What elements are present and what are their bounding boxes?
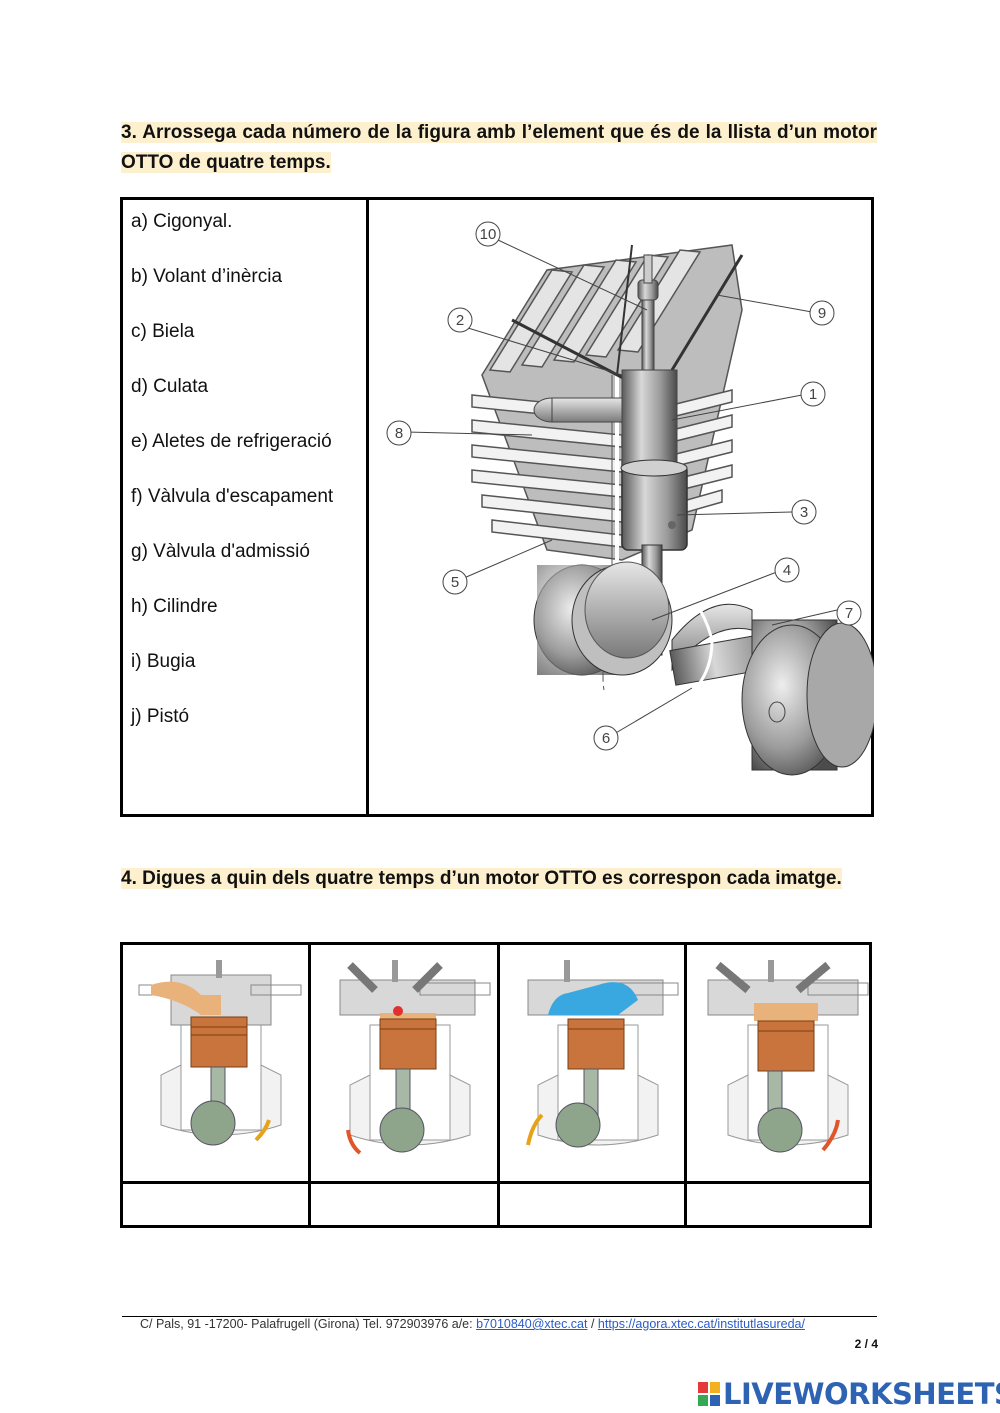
callout-3: 3 xyxy=(791,499,817,525)
question-4-table xyxy=(120,942,872,1228)
svg-text:6: 6 xyxy=(602,730,610,747)
answer-field-2[interactable] xyxy=(313,1185,493,1225)
svg-text:9: 9 xyxy=(818,305,826,322)
question-3-title: 3. Arrossega cada número de la figura am… xyxy=(121,122,877,173)
page-number: 2 / 4 xyxy=(854,1337,878,1351)
table-divider xyxy=(366,200,369,814)
callout-10: 10 xyxy=(475,221,501,247)
crankshaft xyxy=(533,561,795,686)
callout-6: 6 xyxy=(593,725,619,751)
list-item[interactable]: h) Cilindre xyxy=(131,596,218,617)
svg-text:7: 7 xyxy=(845,605,853,622)
flywheel xyxy=(741,619,874,776)
table-divider xyxy=(497,945,500,1225)
table-divider xyxy=(308,945,311,1225)
email-link[interactable]: b7010840@xtec.cat xyxy=(476,1317,588,1331)
svg-text:5: 5 xyxy=(451,574,459,591)
svg-text:8: 8 xyxy=(395,425,403,442)
engine-stroke-image-1 xyxy=(138,960,302,1146)
svg-text:1: 1 xyxy=(809,386,817,403)
engine-diagram: 10 9 2 1 8 3 5 xyxy=(386,221,874,776)
footer-address: C/ Pals, 91 -17200- Palafrugell (Girona)… xyxy=(140,1317,805,1331)
engine-stroke-image-2 xyxy=(339,960,491,1155)
svg-text:10: 10 xyxy=(480,226,497,243)
answer-field-4[interactable] xyxy=(689,1185,869,1225)
liveworksheets-icon xyxy=(698,1382,720,1406)
list-item[interactable]: a) Cigonyal. xyxy=(131,211,233,232)
list-item[interactable]: e) Aletes de refrigeració xyxy=(131,431,332,452)
answer-field-1[interactable] xyxy=(125,1185,305,1225)
question-4-title: 4. Digues a quin dels quatre temps d’un … xyxy=(121,868,842,889)
website-link[interactable]: https://agora.xtec.cat/institutlasureda/ xyxy=(597,1317,805,1331)
list-item[interactable]: b) Volant d’inèrcia xyxy=(131,266,283,287)
list-item[interactable]: c) Biela xyxy=(131,321,195,342)
callout-1: 1 xyxy=(800,381,826,407)
callout-4: 4 xyxy=(774,557,800,583)
svg-text:2: 2 xyxy=(456,312,464,329)
liveworksheets-logo: LIVEWORKSHEETS xyxy=(697,1376,1000,1412)
list-item[interactable]: g) Vàlvula d'admissió xyxy=(131,541,310,562)
question-3-table: a) Cigonyal. b) Volant d’inèrcia c) Biel… xyxy=(120,197,874,817)
table-divider xyxy=(123,1181,869,1184)
table-divider xyxy=(684,945,687,1225)
callout-2: 2 xyxy=(447,307,473,333)
callout-7: 7 xyxy=(836,600,862,626)
engine-stroke-image-4 xyxy=(707,960,869,1153)
callout-8: 8 xyxy=(386,420,412,446)
list-item[interactable]: f) Vàlvula d'escapament xyxy=(131,486,334,507)
callout-5: 5 xyxy=(442,569,468,595)
svg-text:4: 4 xyxy=(783,562,791,579)
engine-stroke-image-3 xyxy=(526,960,679,1148)
answer-field-3[interactable] xyxy=(502,1185,682,1225)
brand-name: LIVEWORKSHEETS xyxy=(723,1377,1000,1411)
footer-divider xyxy=(122,1316,877,1317)
parts-list: a) Cigonyal. b) Volant d’inèrcia c) Biel… xyxy=(131,208,361,758)
list-item[interactable]: i) Bugia xyxy=(131,651,196,672)
list-item[interactable]: d) Culata xyxy=(131,376,209,397)
piston xyxy=(620,459,688,551)
svg-text:3: 3 xyxy=(800,504,808,521)
callout-9: 9 xyxy=(809,300,835,326)
list-item[interactable]: j) Pistó xyxy=(131,706,190,727)
